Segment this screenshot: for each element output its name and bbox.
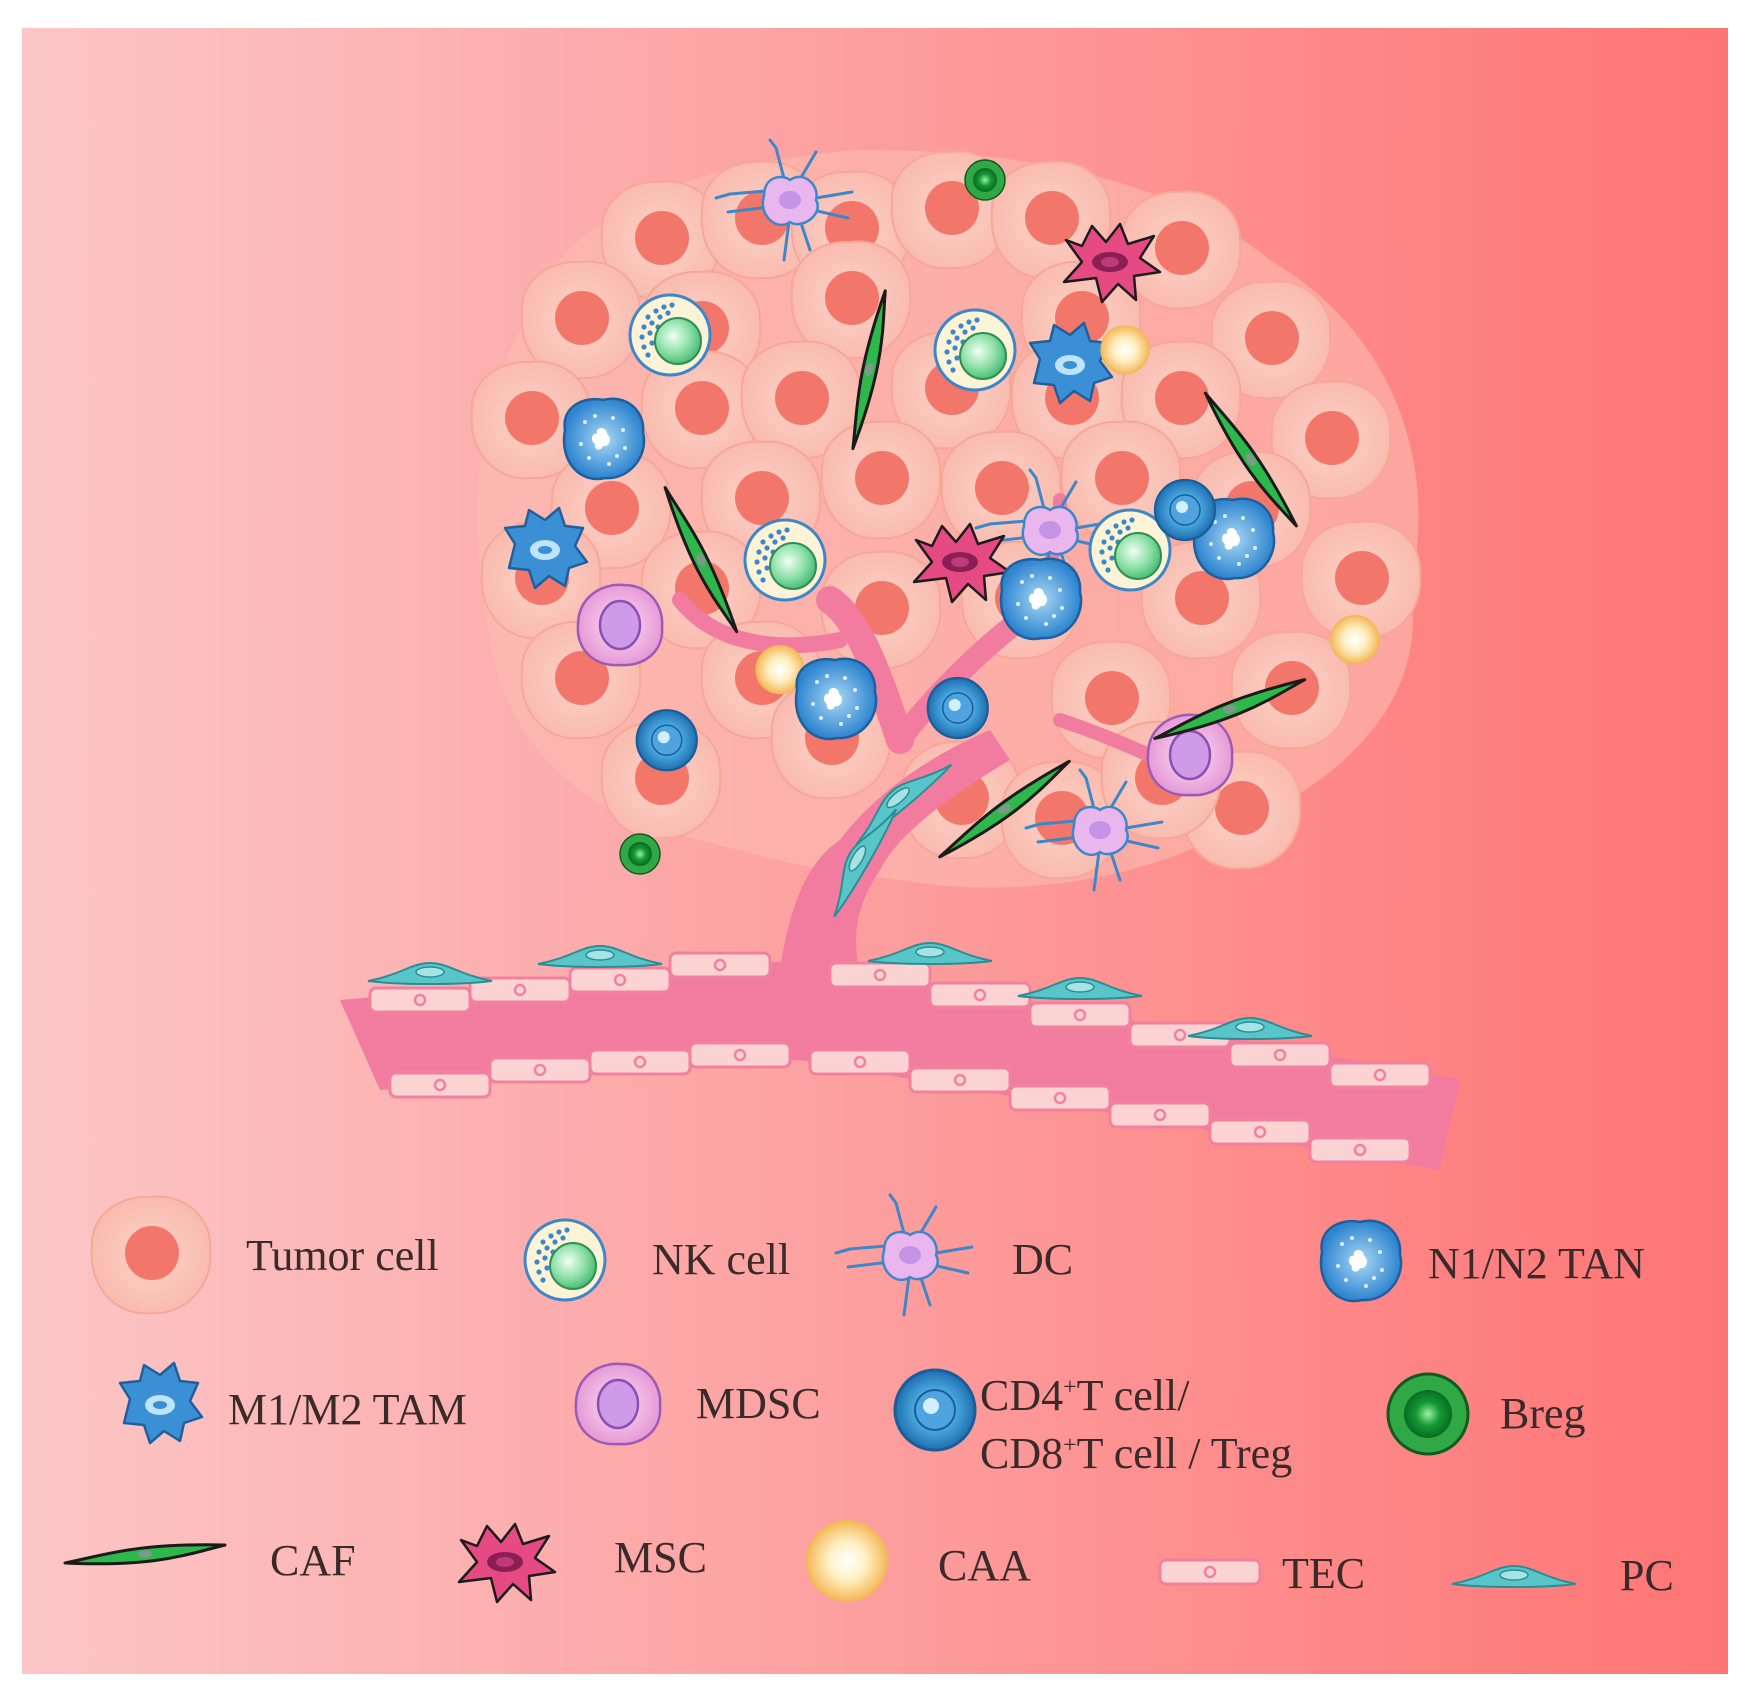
legend-tcell-icon	[893, 1368, 977, 1452]
legend-label-tec: TEC	[1282, 1549, 1366, 1598]
legend-label-tcell-line1: CD4+T cell/	[980, 1370, 1190, 1420]
legend-tec-icon	[1158, 1558, 1262, 1586]
legend-label-dc: DC	[1012, 1235, 1074, 1284]
legend-label-tam: M1/M2 TAM	[228, 1385, 467, 1434]
legend-label-tan: N1/N2 TAN	[1428, 1239, 1645, 1288]
legend-label-nk-cell: NK cell	[652, 1235, 791, 1284]
legend-label-tumor-cell: Tumor cell	[246, 1231, 439, 1280]
legend-nk-cell-icon	[523, 1218, 607, 1302]
legend-tumor-cell-icon	[90, 1195, 212, 1315]
legend-label-pc: PC	[1620, 1551, 1674, 1600]
legend-label-caa: CAA	[938, 1541, 1031, 1590]
legend-mdsc-icon	[574, 1362, 662, 1446]
legend-tan-icon	[1319, 1219, 1403, 1303]
legend-breg-icon	[1386, 1372, 1470, 1456]
legend-caa-icon	[806, 1520, 888, 1602]
legend-label-tcell: CD4+T cell/ CD8+T cell / Treg	[980, 1362, 1292, 1479]
tumor-mass	[470, 150, 1422, 888]
legend-label-tcell-line2: CD8+T cell / Treg	[980, 1429, 1293, 1479]
legend-label-breg: Breg	[1500, 1389, 1586, 1438]
legend-label-mdsc: MDSC	[696, 1379, 821, 1428]
legend-label-caf: CAF	[270, 1536, 356, 1585]
legend-label-msc: MSC	[614, 1533, 707, 1582]
